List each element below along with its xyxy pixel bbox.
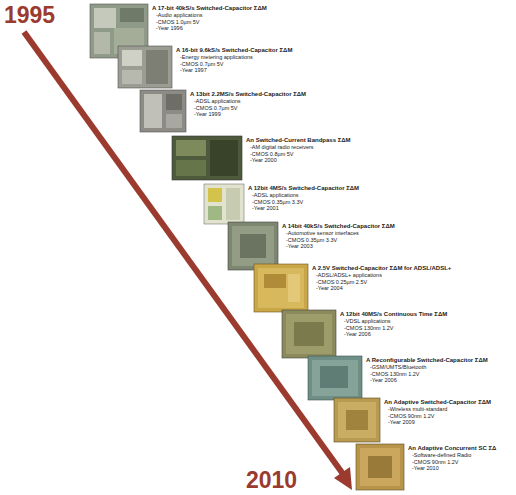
- chip-photo: [172, 136, 242, 180]
- chip-detail: -CMOS 0.7µm 5V: [176, 61, 292, 68]
- chip-title: A 2.5V Switched-Capacitor ΣΔM for ADSL/A…: [312, 265, 451, 272]
- year-label: 2010: [246, 467, 297, 494]
- chip-detail: -CMOS 1.0µm 5V: [152, 19, 267, 26]
- chip-detail: -ADSL/ADSL+ applications: [312, 272, 451, 279]
- chip-detail: -Wireless multi-standard: [384, 406, 491, 413]
- chip-detail: -CMOS 90nm 1.2V: [408, 459, 496, 466]
- chip-detail: -Automotive sensor interfaces: [282, 230, 395, 237]
- year-label: 1995: [4, 2, 55, 29]
- chip-detail: -CMOS 0.35µm 3.3V: [282, 237, 395, 244]
- chip-description: A 13bit 2.2MS/s Switched-Capacitor ΣΔM-A…: [190, 91, 306, 118]
- chip-detail: -Year 2000: [246, 157, 351, 164]
- arrow-head: [334, 467, 352, 490]
- chip-photo: [334, 398, 380, 442]
- chip-description: A 14bit 40kS/s Switched-Capacitor ΣΔM-Au…: [282, 223, 395, 250]
- chip-detail: -Year 2010: [408, 465, 496, 472]
- chip-title: A 16-bit 9.6kS/s Switched-Capacitor ΣΔM: [176, 47, 292, 54]
- chip-detail: -CMOS 0.7µm 5V: [190, 105, 306, 112]
- chip-description: A 16-bit 9.6kS/s Switched-Capacitor ΣΔM-…: [176, 47, 292, 74]
- chip-title: A 12bit 4MS/s Switched-Capacitor ΣΔM: [248, 185, 359, 192]
- chip-detail: -Year 2004: [312, 285, 451, 292]
- chip-detail: -CMOS 130nm 1.2V: [366, 371, 488, 378]
- chip-description: An Adaptive Concurrent SC ΣΔ-Software-de…: [408, 445, 496, 472]
- timeline-arrow: [24, 32, 343, 474]
- chip-detail: -Software-defined Radio: [408, 452, 496, 459]
- chip-detail: -Year 2006: [340, 331, 447, 338]
- chip-detail: -ADSL applications: [190, 98, 306, 105]
- chip-title: An Adaptive Switched-Capacitor ΣΔM: [384, 399, 491, 406]
- chip-description: A 12bit 40MS/s Continuous Time ΣΔM-VDSL …: [340, 311, 447, 338]
- chip-detail: -AM digital radio receivers: [246, 144, 351, 151]
- chip-detail: -Year 1999: [190, 111, 306, 118]
- chip-detail: -Year 2009: [384, 419, 491, 426]
- chip-photo: [204, 184, 244, 224]
- chip-photo: [356, 444, 404, 490]
- chip-photo: [308, 356, 362, 400]
- chip-photo: [140, 90, 186, 132]
- chip-photo: [282, 310, 336, 358]
- chip-title: A Reconfigurable Switched-Capacitor ΣΔM: [366, 357, 488, 364]
- chip-title: A 13bit 2.2MS/s Switched-Capacitor ΣΔM: [190, 91, 306, 98]
- chip-description: An Switched-Current Bandpass ΣΔM-AM digi…: [246, 137, 351, 164]
- chip-description: A Reconfigurable Switched-Capacitor ΣΔM-…: [366, 357, 488, 384]
- chip-detail: -CMOS 90nm 1.2V: [384, 413, 491, 420]
- chip-detail: -GSM/UMTS/Bluetooth: [366, 364, 488, 371]
- chip-title: An Adaptive Concurrent SC ΣΔ: [408, 445, 496, 452]
- chip-description: An Adaptive Switched-Capacitor ΣΔM-Wirel…: [384, 399, 491, 426]
- chip-detail: -CMOS 130nm 1.2V: [340, 325, 447, 332]
- chip-detail: -ADSL applications: [248, 192, 359, 199]
- chip-detail: -Energy metering applications: [176, 54, 292, 61]
- chip-title: A 12bit 40MS/s Continuous Time ΣΔM: [340, 311, 447, 318]
- chip-description: A 17-bit 40kS/s Switched-Capacitor ΣΔM-A…: [152, 5, 267, 32]
- chip-detail: -CMOS 0.25µm 2.5V: [312, 279, 451, 286]
- chip-detail: -Year 2006: [366, 377, 488, 384]
- chip-title: A 14bit 40kS/s Switched-Capacitor ΣΔM: [282, 223, 395, 230]
- chip-detail: -Year 1997: [176, 67, 292, 74]
- chip-detail: -CMOS 0.35µm 3.3V: [248, 199, 359, 206]
- chip-description: A 12bit 4MS/s Switched-Capacitor ΣΔM-ADS…: [248, 185, 359, 212]
- chip-title: An Switched-Current Bandpass ΣΔM: [246, 137, 351, 144]
- chip-detail: -Year 2003: [282, 243, 395, 250]
- chip-photo: [254, 264, 308, 312]
- chip-detail: -CMOS 0.8µm 5V: [246, 151, 351, 158]
- chip-title: A 17-bit 40kS/s Switched-Capacitor ΣΔM: [152, 5, 267, 12]
- chip-photo: [118, 46, 172, 88]
- chip-photo: [228, 222, 278, 270]
- chip-detail: -Year 1996: [152, 25, 267, 32]
- chip-detail: -VDSL applications: [340, 318, 447, 325]
- chip-description: A 2.5V Switched-Capacitor ΣΔM for ADSL/A…: [312, 265, 451, 292]
- chip-detail: -Audio applications: [152, 12, 267, 19]
- chip-detail: -Year 2001: [248, 205, 359, 212]
